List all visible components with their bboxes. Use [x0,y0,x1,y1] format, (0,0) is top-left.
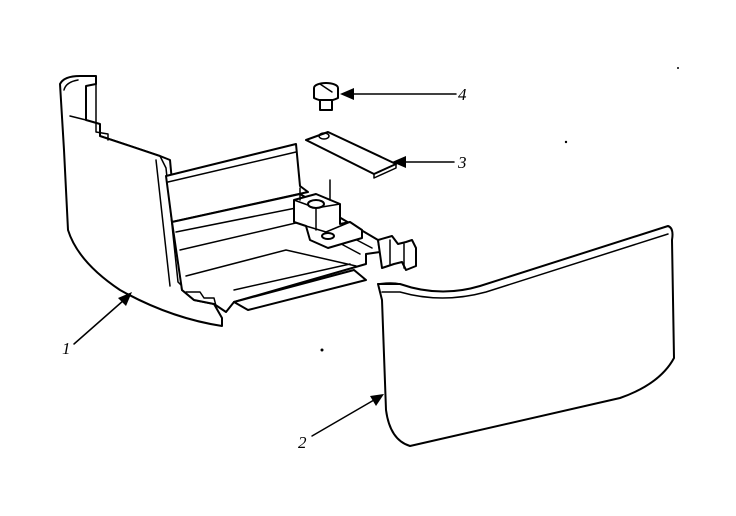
stray-dot [320,348,324,352]
stray-dot [564,140,568,144]
stray-dot [677,67,679,69]
callout-1: 1 [62,339,71,358]
screw-part-4 [313,82,339,111]
side-cover-part-2 [377,225,675,447]
mounting-bracket [293,179,363,249]
bottom-cover-part-1 [59,75,417,327]
callout-2: 2 [298,433,307,452]
callout-3: 3 [457,153,467,172]
leader-lines [73,88,457,437]
strip-plate-part-3 [305,131,397,179]
callout-4: 4 [458,85,467,104]
